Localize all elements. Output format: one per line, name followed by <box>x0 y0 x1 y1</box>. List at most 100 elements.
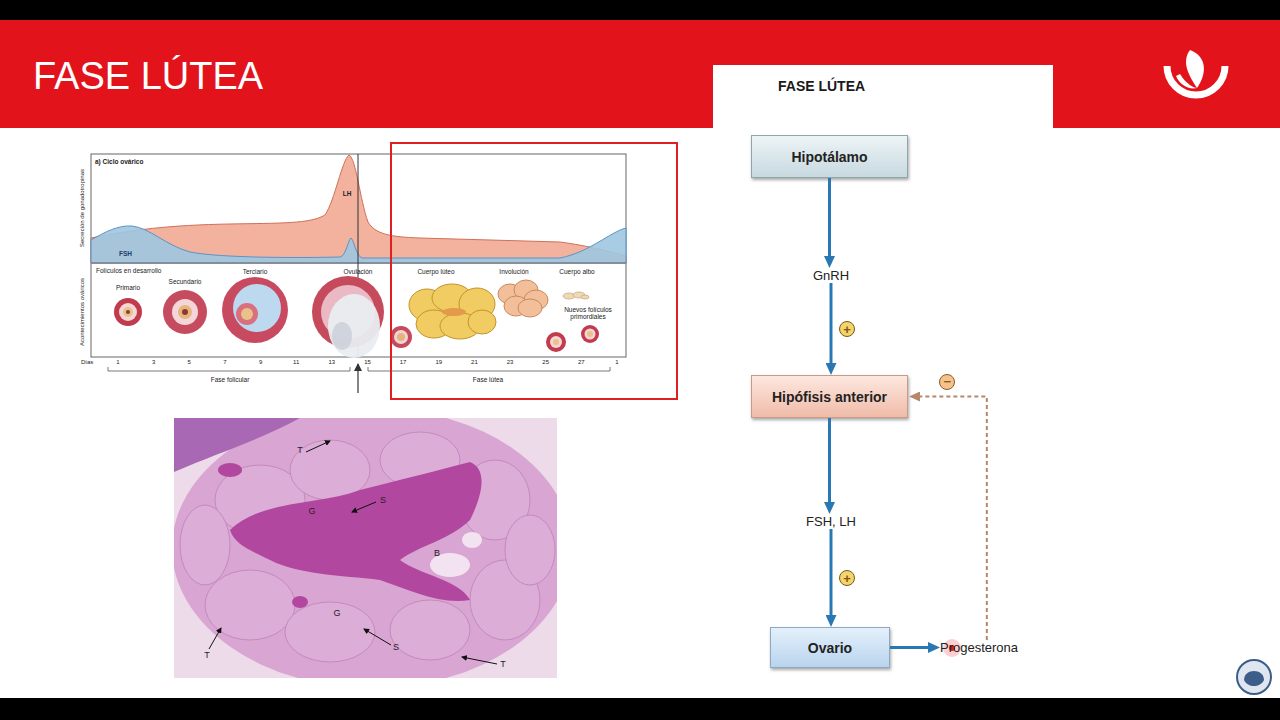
day-number: 5 <box>188 359 191 366</box>
day-number: 1 <box>116 359 119 366</box>
header-band <box>0 20 1280 128</box>
follicle-wall <box>546 332 566 352</box>
phase-label: Fase lútea <box>473 376 503 383</box>
histology-label: G <box>308 507 315 517</box>
ovarian-cycle-chart <box>91 143 677 399</box>
logo-leaf <box>1176 74 1197 88</box>
node-text: GnRH <box>813 268 849 283</box>
highlight-frame <box>391 143 677 399</box>
axis-title: Días <box>81 359 93 366</box>
follicle-wall <box>114 298 142 326</box>
flow-arrow <box>890 646 932 649</box>
luteal-lobule <box>180 505 230 585</box>
day-number: 27 <box>578 359 585 366</box>
histology-label: S <box>380 496 386 506</box>
oocyte <box>241 308 253 320</box>
node-text: Progesterona <box>940 640 1018 655</box>
oocyte <box>123 307 133 317</box>
follicle-inner <box>172 299 198 325</box>
follicle-wall <box>222 277 288 343</box>
follicle-wall <box>390 326 412 348</box>
stage-label: Involución <box>499 268 528 275</box>
signal-text: GnRH <box>781 268 881 283</box>
histology-label: T <box>500 660 506 670</box>
released-fluid <box>332 322 352 350</box>
flow-arrow <box>828 178 831 260</box>
stage-label: Cuerpo lúteo <box>417 268 454 275</box>
hormone-text: Progesterona <box>940 640 1018 655</box>
leader-arrow <box>352 502 376 512</box>
histology-label: B <box>434 549 440 559</box>
histology-label: S <box>393 643 399 653</box>
luteal-lobule <box>285 602 375 662</box>
day-number: 13 <box>328 359 335 366</box>
stage-label: Secundario <box>169 278 202 285</box>
histology-label: T <box>204 651 210 661</box>
day-number: 23 <box>507 359 514 366</box>
phase-bracket <box>368 367 610 371</box>
figure-heading: FASE LÚTEA <box>778 79 865 94</box>
signal-text: FSH, LH <box>781 514 881 529</box>
channel-logo <box>1237 660 1271 694</box>
oocyte <box>553 339 559 345</box>
follicle-inner <box>119 303 137 321</box>
stage-label: Primario <box>116 284 140 291</box>
vessel <box>292 596 308 608</box>
leader-arrow <box>209 628 221 649</box>
leader-arrow <box>306 441 330 452</box>
vessel <box>218 463 242 477</box>
flow-arrow <box>830 529 833 619</box>
follicle-inner <box>394 330 408 344</box>
luteal-core <box>442 308 466 316</box>
day-number: 19 <box>435 359 442 366</box>
process-box: Ovario <box>770 627 890 668</box>
released-fluid <box>328 294 380 358</box>
central-clot <box>230 462 482 601</box>
sign-badge: + <box>839 321 855 337</box>
cumulus <box>236 303 258 325</box>
tissue <box>174 418 557 678</box>
chart-frame <box>91 154 626 357</box>
day-number: 9 <box>259 359 262 366</box>
logo-ring <box>1237 660 1271 694</box>
logo-mark <box>1244 671 1264 686</box>
albicans-lobe <box>581 295 589 299</box>
day-number: 1 <box>615 359 618 366</box>
antrum <box>233 284 281 332</box>
primary-follicle <box>114 298 142 326</box>
day-number: 15 <box>364 359 371 366</box>
ovulating-follicle <box>312 276 412 358</box>
clear-space <box>462 532 482 548</box>
day-number: 3 <box>152 359 155 366</box>
sign-badge: + <box>839 570 855 586</box>
histology-micrograph <box>174 418 557 678</box>
curve-label: FSH <box>119 250 132 257</box>
node-text: Ovario <box>808 640 852 656</box>
axis-title: Acontecimientos ováricos <box>79 278 86 346</box>
follicle-wall <box>581 325 599 343</box>
stage-label: Nuevos folículos primordiales <box>558 306 618 320</box>
oocyte <box>587 331 593 337</box>
luteal-lobule <box>505 515 555 585</box>
node-text: Hipotálamo <box>791 149 867 165</box>
day-number: 11 <box>293 359 299 366</box>
corpus-albicans <box>563 292 589 299</box>
phase-bracket <box>108 367 350 371</box>
top-bar <box>0 0 1280 20</box>
day-number: 21 <box>471 359 478 366</box>
involution-lobe <box>518 299 542 317</box>
process-box: Hipófisis anterior <box>751 375 908 418</box>
feedback-arrow <box>916 397 987 641</box>
flow-arrow <box>828 418 831 506</box>
logo-flame <box>1186 50 1204 88</box>
node-text: FSH, LH <box>806 514 856 529</box>
axis-title: Secreción de gonadotropinas <box>79 169 86 247</box>
phase-label: Fase folicular <box>211 376 250 383</box>
university-logo <box>1167 50 1225 95</box>
bottom-bar <box>0 698 1280 720</box>
